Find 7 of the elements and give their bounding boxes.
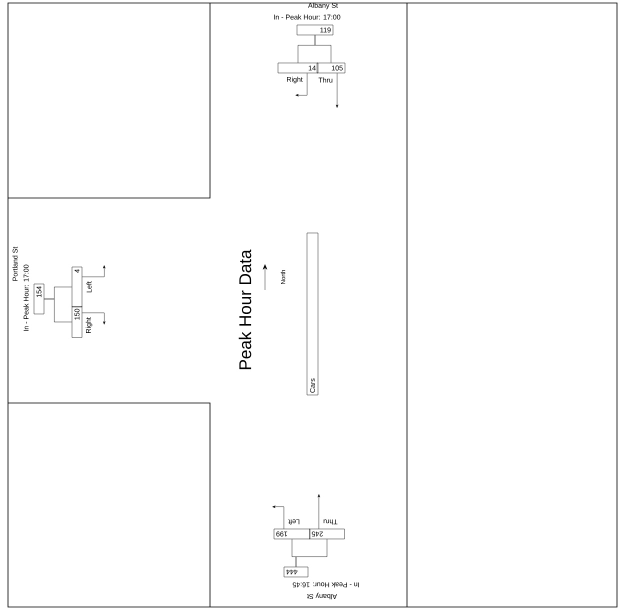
arrow [318, 494, 320, 529]
title: Peak Hour Data [238, 250, 252, 370]
arrow [336, 73, 338, 108]
arrow [295, 73, 308, 96]
arrow [82, 265, 106, 278]
arrow [272, 506, 284, 529]
arrow [82, 312, 106, 324]
